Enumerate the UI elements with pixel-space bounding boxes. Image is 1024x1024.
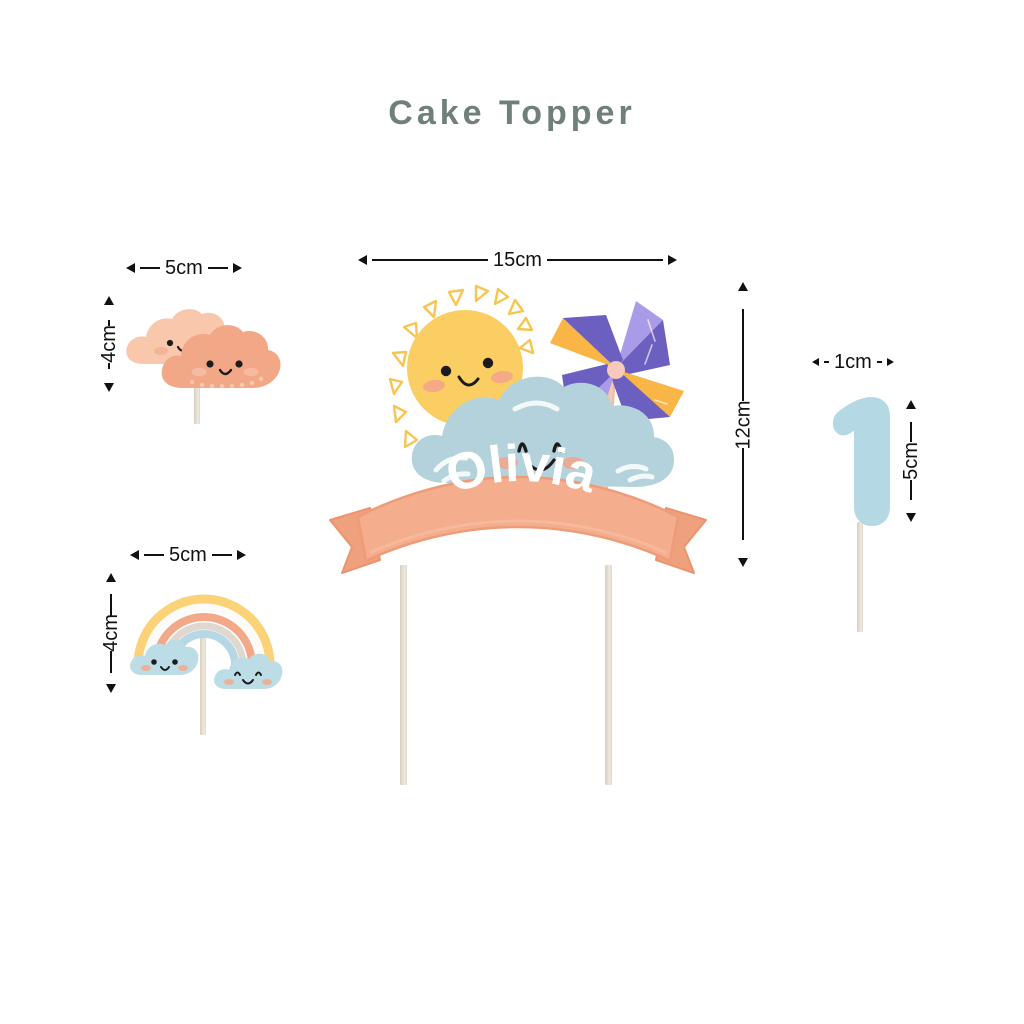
number-one-topper: 1cm 5cm [800,342,960,632]
rainbow-cloud-right-blush-left [224,679,234,685]
arrow-right-icon [667,255,677,265]
arrow-down-icon [906,513,916,522]
cloud-blush-left [496,457,518,469]
rainbow-cloud-left-blush-right [178,665,188,671]
arrow-left-icon [126,263,135,273]
arrow-down-icon [106,684,116,693]
rainbow-topper: 5cm 4cm [96,545,306,745]
sun-icon [388,284,535,449]
pinwheel-blade-top [616,301,663,371]
main-width-label: 15cm [493,249,542,271]
arrow-up-icon [106,573,116,582]
name-banner: Olivia [329,435,707,574]
sun-eye-left [440,365,452,377]
banner-inner-line [369,519,667,555]
rainbow-cloud-left-eye-left [151,659,157,665]
cloud-dark-smile [218,368,233,376]
main-width-dimension: 15cm [358,250,682,270]
sun-blush-left [423,379,445,393]
sun-rays [388,284,535,449]
rainbow-cloud-right-eye-left [234,671,241,676]
cloud-dark-blush-left [191,367,207,377]
pinwheel-blade-top-right [616,320,670,375]
main-banner-topper: 15cm [318,240,718,800]
cloud-pair-art [126,309,281,389]
rainbow-stick [200,630,206,735]
arrow-down-icon [104,383,114,392]
number-height-dimension: 5cm [896,400,926,522]
rainbow-cloud-right-smile [242,679,254,685]
rainbow-cloud-right-blush-right [262,679,272,685]
number-width-dimension: 1cm [812,352,922,372]
arrow-down-icon [738,558,748,567]
sun-smile [457,375,480,387]
cloud-eye-right [552,442,563,453]
cloud-body [411,376,675,487]
arrow-up-icon [738,282,748,291]
sun-eye-right [482,357,494,369]
cloud-pair-topper: 5cm 4cm [96,258,296,448]
rainbow-cloud-left-eye-right [172,659,178,665]
cloud-pair-height-label: 4cm [98,325,121,363]
pinwheel-blade-upper-left [563,315,623,368]
rainbow-cloud-right-eye-right [255,671,262,676]
cloud-pair-height-dimension: 4cm [94,296,124,392]
arrow-right-icon [232,263,242,273]
arrow-up-icon [104,296,114,305]
main-height-dimension: 12cm [726,282,760,567]
cloud-pair-width-label: 5cm [165,257,203,279]
arrow-up-icon [906,400,916,409]
rainbow-cloud-right [214,653,283,689]
cloud-light-blush-left [154,347,168,355]
rainbow-width-label: 5cm [169,544,207,566]
number-one-art [832,397,890,526]
rainbow-cloud-left [130,639,199,675]
number-height-label: 5cm [900,442,923,480]
numeral-one-shape [832,397,890,526]
page-title: Cake Topper [388,94,636,132]
cloud-smile [524,458,556,472]
rainbow-cloud-left-blush-left [141,665,151,671]
pinwheel-hub [607,361,625,379]
cloud-dark-eye-right [235,360,243,368]
number-stick [857,522,863,632]
arrow-left-icon [358,255,367,265]
rainbow-height-label: 4cm [100,614,123,652]
rainbow-height-dimension: 4cm [96,573,126,693]
cloud-dark-blush-right [243,367,259,377]
cloud-light-eye-left [166,339,174,347]
arrow-right-icon [236,550,246,560]
cloud-pair-width-dimension: 5cm [126,258,266,278]
arrow-left-icon [812,358,819,366]
cloud-icon [411,376,675,487]
cloud-blush-right [562,457,584,469]
main-topper-art: Olivia [329,284,707,574]
number-width-label: 1cm [834,351,872,373]
cloud-dark-dots [189,376,264,389]
arrow-right-icon [886,358,894,366]
main-height-label: 12cm [732,400,754,449]
cloud-pair-stick [194,368,200,424]
sun-body [407,310,523,426]
arrow-left-icon [130,550,139,560]
cloud-eye-left [517,442,528,453]
sun-blush-right [491,370,513,384]
main-stick-right [605,565,612,785]
rainbow-width-dimension: 5cm [130,545,270,565]
rainbow-art [130,594,283,689]
banner-body [356,475,680,563]
cloud-dark-eye-left [206,360,214,368]
rainbow-cloud-left-smile [160,666,170,671]
main-stick-left [400,565,407,785]
cloud-highlights [433,400,655,484]
